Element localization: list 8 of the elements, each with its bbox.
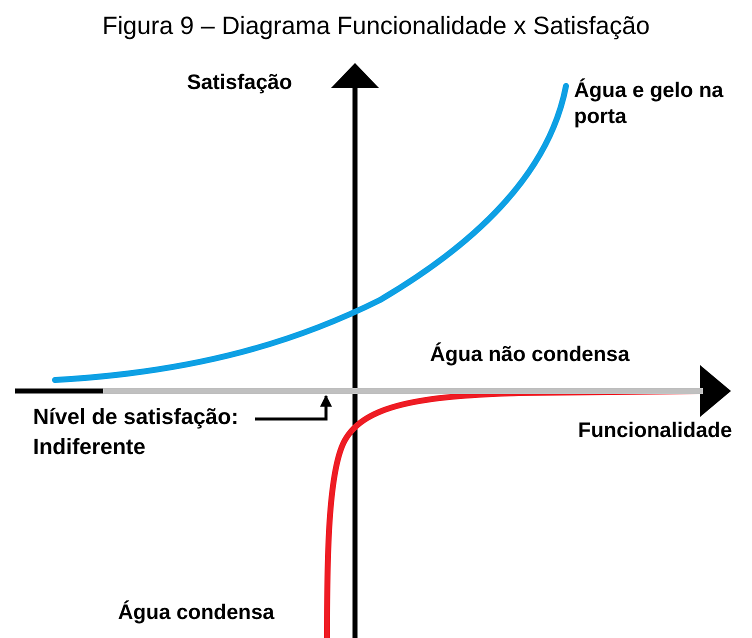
curve-label: Água condensa (118, 600, 276, 626)
curve-label: Água e gelo na porta (574, 78, 724, 130)
curve-label: Funcionalidade (578, 418, 734, 444)
curve-label: Satisfação (187, 70, 294, 96)
curve-label: Água não condensa (430, 342, 631, 368)
indifference-label: Nível de satisfação: Indiferente (33, 402, 255, 462)
leader-arrow (255, 394, 332, 420)
title: Figura 9 – Diagrama Funcionalidade x Satisfação (101, 12, 651, 41)
